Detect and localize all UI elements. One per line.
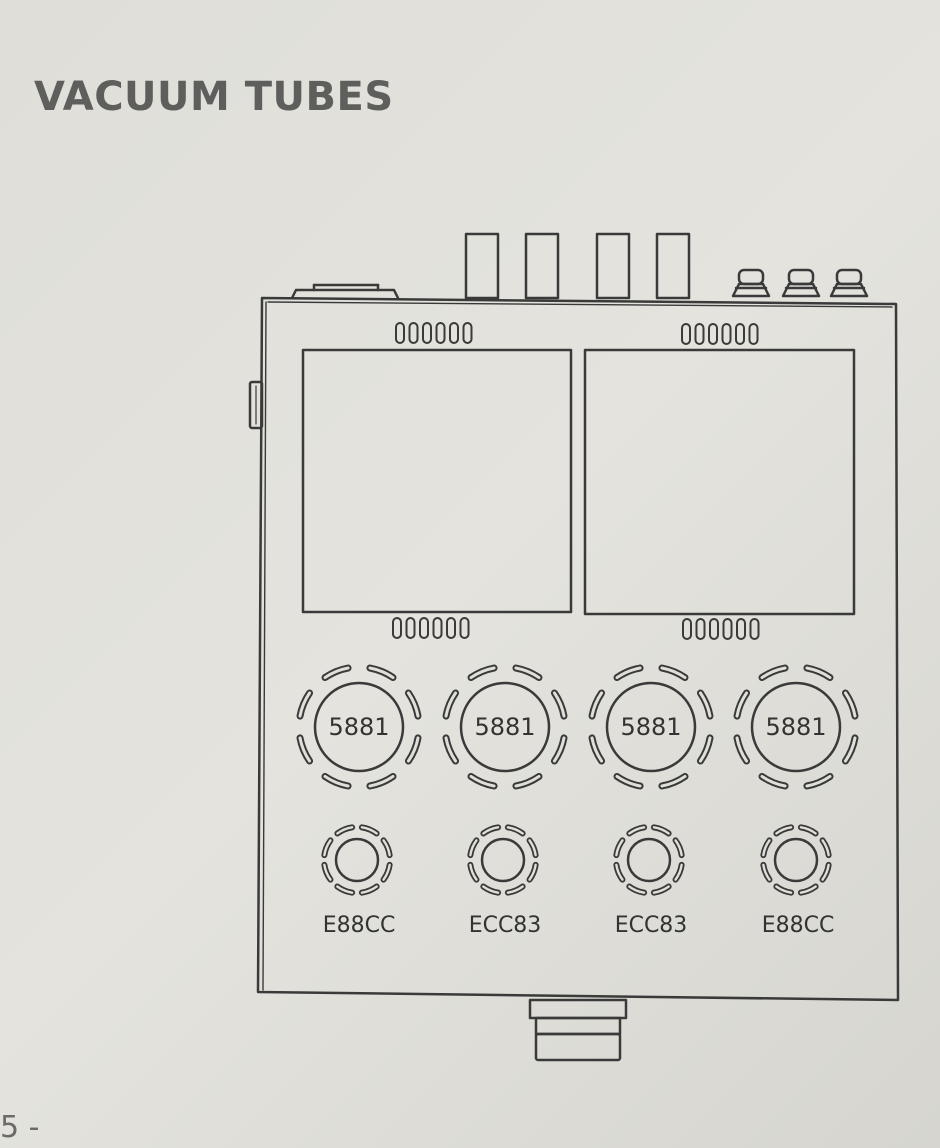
preamp-tube-socket: ECC83 (467, 824, 542, 938)
power-tube-socket: 5881 (442, 664, 568, 790)
preamp-tube-label: E88CC (762, 913, 835, 938)
side-connector (248, 380, 264, 430)
chassis-outline (256, 296, 900, 1002)
rear-jacks (464, 232, 691, 300)
rear-knobs (731, 268, 869, 298)
power-tube-label: 5881 (620, 713, 681, 741)
power-tube-label: 5881 (474, 713, 535, 741)
preamp-tube-socket: E88CC (760, 824, 835, 938)
power-tube-sockets: 5881 5881 5881 5881 (296, 664, 859, 790)
power-tube-socket: 5881 (296, 664, 422, 790)
page-number: 5 - (0, 1110, 40, 1145)
transformer-left (301, 348, 573, 614)
chassis-left-edge (262, 301, 267, 991)
preamp-tube-socket: ECC83 (613, 824, 688, 938)
preamp-tube-sockets: E88CC ECC83 ECC83 E88CC (321, 824, 835, 938)
volume-knob (528, 998, 628, 1062)
power-tube-label: 5881 (765, 713, 826, 741)
page-title: VACUUM TUBES (34, 74, 394, 120)
preamp-tube-label: E88CC (323, 913, 396, 938)
preamp-tube-label: ECC83 (615, 913, 688, 938)
power-tube-label: 5881 (328, 713, 389, 741)
chassis-inner-top (267, 301, 893, 308)
transformer-right (583, 348, 856, 616)
power-tube-socket: 5881 (588, 664, 714, 790)
rear-plate (290, 288, 400, 300)
vent-slots (392, 322, 760, 640)
preamp-tube-label: ECC83 (469, 913, 542, 938)
power-tube-socket: 5881 (733, 664, 859, 790)
preamp-tube-socket: E88CC (321, 824, 396, 938)
